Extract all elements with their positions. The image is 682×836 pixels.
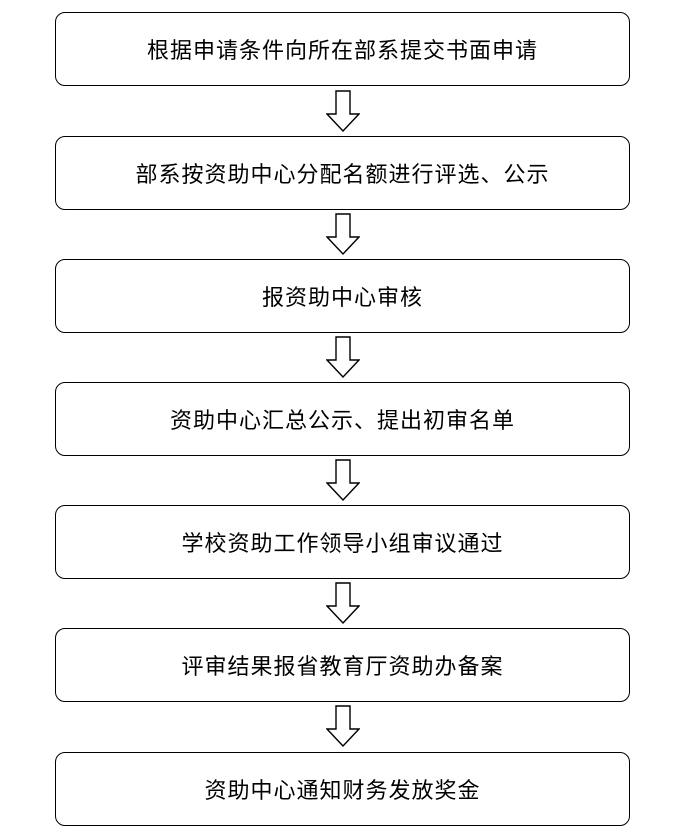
down-arrow-icon xyxy=(326,90,360,132)
step-label-4: 资助中心汇总公示、提出初审名单 xyxy=(169,409,515,434)
down-arrow-icon xyxy=(326,336,360,378)
step-label-2: 部系按资助中心分配名额进行评选、公示 xyxy=(135,163,550,188)
step-box-1: 根据申请条件向所在部系提交书面申请 xyxy=(55,12,630,86)
step-label-3: 报资助中心审核 xyxy=(261,286,423,311)
step-label-7: 资助中心通知财务发放奖金 xyxy=(204,779,481,804)
step-box-6: 评审结果报省教育厅资助办备案 xyxy=(55,628,630,702)
down-arrow-icon xyxy=(326,705,360,747)
down-arrow-icon xyxy=(326,213,360,255)
down-arrow-icon xyxy=(326,459,360,501)
step-box-5: 学校资助工作领导小组审议通过 xyxy=(55,505,630,579)
step-box-7: 资助中心通知财务发放奖金 xyxy=(55,752,630,826)
step-label-1: 根据申请条件向所在部系提交书面申请 xyxy=(146,39,538,64)
step-box-3: 报资助中心审核 xyxy=(55,259,630,333)
step-box-4: 资助中心汇总公示、提出初审名单 xyxy=(55,382,630,456)
step-label-6: 评审结果报省教育厅资助办备案 xyxy=(181,655,504,680)
down-arrow-icon xyxy=(326,582,360,624)
step-label-5: 学校资助工作领导小组审议通过 xyxy=(181,532,504,557)
step-box-2: 部系按资助中心分配名额进行评选、公示 xyxy=(55,136,630,210)
